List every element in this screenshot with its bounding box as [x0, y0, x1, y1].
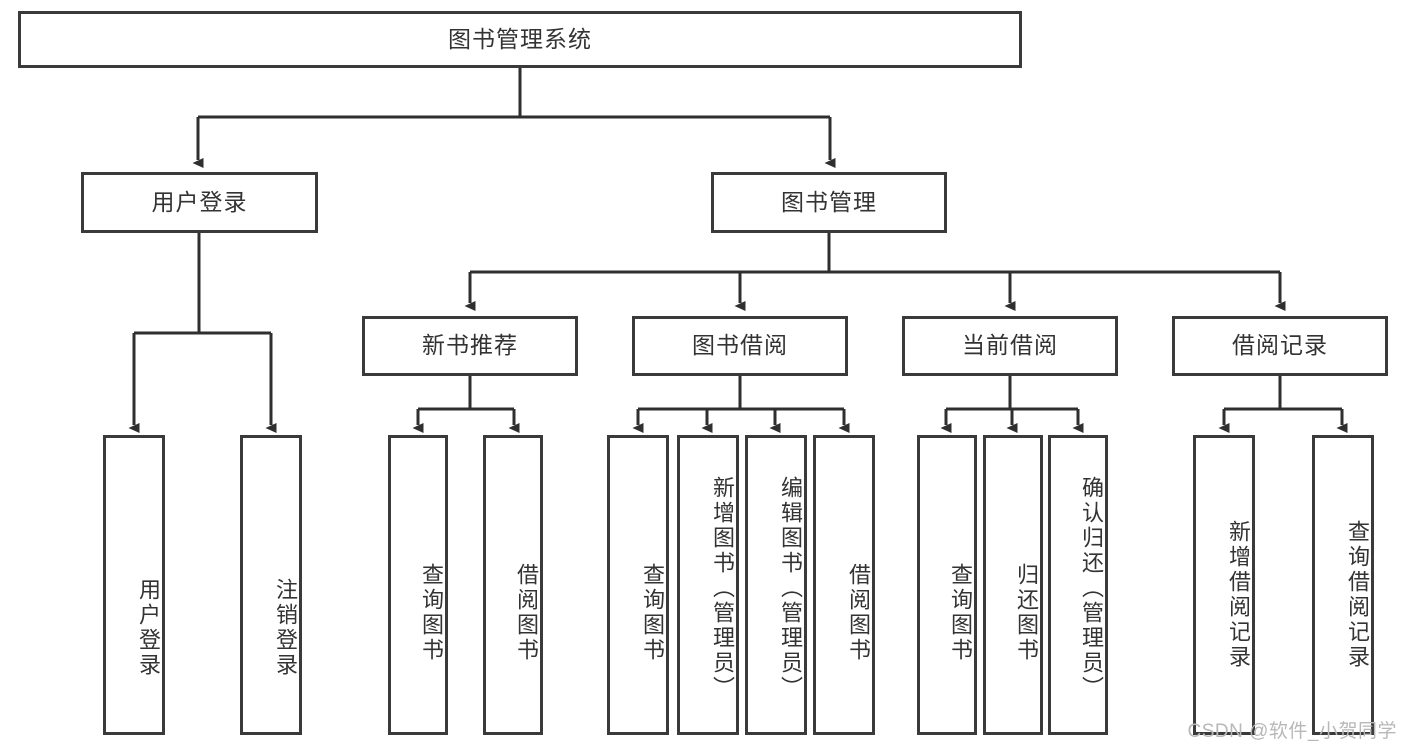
- node-leaf-query-book-2[interactable]: 查询图书: [607, 435, 669, 735]
- node-leaf-user-login[interactable]: 用户登录: [103, 435, 165, 735]
- node-leaf-query-book-1-label: 查询图书: [419, 563, 444, 663]
- node-book-borrow-label: 图书借阅: [692, 332, 788, 359]
- node-leaf-query-book-1[interactable]: 查询图书: [388, 435, 448, 735]
- node-leaf-confirm-return[interactable]: 确认归还（管理员）: [1048, 435, 1108, 735]
- csdn-watermark: CSDN @软件_小贺同学: [1187, 721, 1397, 742]
- node-leaf-add-record[interactable]: 新增借阅记录: [1193, 435, 1255, 735]
- node-leaf-query-book-3[interactable]: 查询图书: [917, 435, 977, 735]
- node-new-book-recommend-label: 新书推荐: [422, 332, 518, 359]
- node-leaf-borrow-book-1-label: 借阅图书: [514, 563, 539, 663]
- node-leaf-add-book[interactable]: 新增图书（管理员）: [677, 435, 739, 735]
- node-root[interactable]: 图书管理系统: [18, 11, 1022, 68]
- node-leaf-edit-book-label: 编辑图书（管理员）: [778, 475, 803, 701]
- node-leaf-query-book-2-label: 查询图书: [640, 563, 665, 663]
- node-leaf-confirm-return-label: 确认归还（管理员）: [1079, 475, 1104, 701]
- node-leaf-query-record[interactable]: 查询借阅记录: [1312, 435, 1374, 735]
- node-root-label: 图书管理系统: [448, 25, 592, 52]
- edge-group-new-book-recommend: [412, 376, 520, 433]
- node-leaf-query-book-3-label: 查询图书: [948, 563, 973, 663]
- node-user-login-label: 用户登录: [151, 188, 248, 215]
- node-leaf-return-book-label: 归还图书: [1014, 563, 1039, 663]
- edge-group-user-login: [128, 233, 277, 433]
- node-leaf-user-login-label: 用户登录: [136, 578, 161, 678]
- node-leaf-query-record-label: 查询借阅记录: [1345, 520, 1370, 670]
- node-leaf-user-logout[interactable]: 注销登录: [240, 435, 302, 735]
- node-book-manage-label: 图书管理: [781, 188, 877, 215]
- node-leaf-add-book-label: 新增图书（管理员）: [710, 475, 735, 701]
- edge-group-book-manage: [464, 233, 1286, 311]
- node-leaf-borrow-book-2-label: 借阅图书: [846, 563, 871, 663]
- node-leaf-borrow-book-1[interactable]: 借阅图书: [483, 435, 543, 735]
- node-user-login[interactable]: 用户登录: [81, 172, 318, 233]
- node-leaf-user-logout-label: 注销登录: [273, 578, 298, 678]
- edge-group-root: [192, 68, 836, 168]
- node-new-book-recommend[interactable]: 新书推荐: [362, 316, 578, 376]
- edge-group-borrow-record: [1218, 376, 1348, 433]
- node-current-borrow-label: 当前借阅: [962, 332, 1058, 359]
- node-leaf-edit-book[interactable]: 编辑图书（管理员）: [745, 435, 807, 735]
- node-borrow-record[interactable]: 借阅记录: [1172, 316, 1388, 376]
- node-current-borrow[interactable]: 当前借阅: [902, 316, 1118, 376]
- node-leaf-borrow-book-2[interactable]: 借阅图书: [813, 435, 875, 735]
- edge-group-book-borrow: [632, 376, 850, 433]
- node-book-manage[interactable]: 图书管理: [711, 172, 947, 233]
- node-leaf-add-record-label: 新增借阅记录: [1226, 520, 1251, 670]
- node-leaf-return-book[interactable]: 归还图书: [983, 435, 1043, 735]
- node-borrow-record-label: 借阅记录: [1232, 332, 1328, 359]
- edge-group-current-borrow: [940, 376, 1084, 433]
- node-book-borrow[interactable]: 图书借阅: [632, 316, 848, 376]
